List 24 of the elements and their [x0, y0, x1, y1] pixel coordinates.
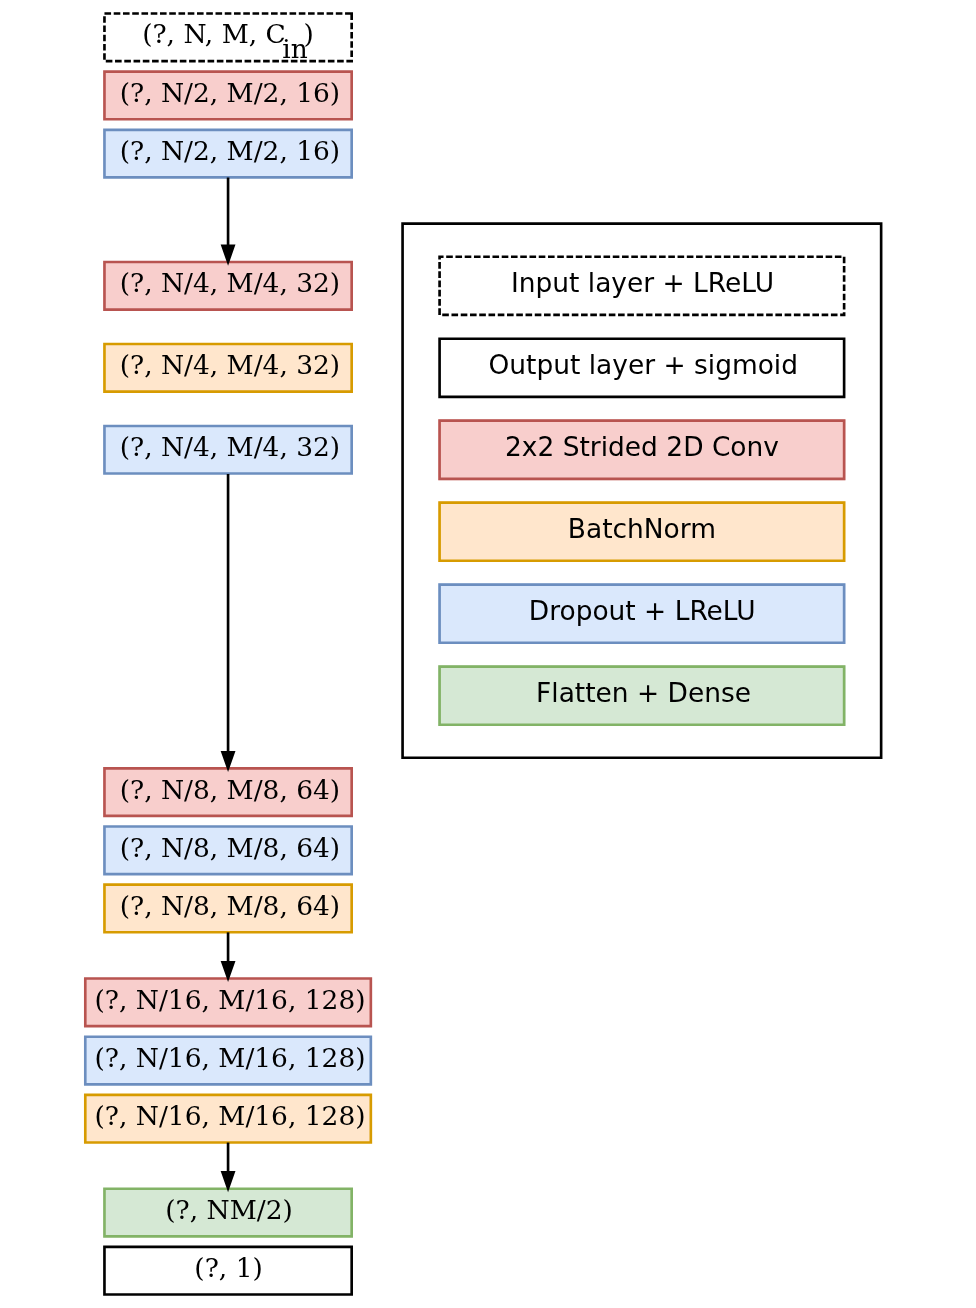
node-box: (?, N/8, M/8, 64)	[102, 883, 353, 934]
node-box: (?, NM/2)	[102, 1187, 353, 1238]
legend-label: Dropout + LReLU	[528, 595, 756, 627]
node-box: (?, N/16, M/16, 128)	[83, 977, 372, 1028]
node-box: (?, N/4, M/4, 32)	[102, 424, 353, 475]
legend-label: BatchNorm	[567, 513, 716, 545]
arrow	[220, 1142, 235, 1193]
node-box: (?, N/8, M/8, 64)	[102, 825, 353, 876]
legend-label: 2x2 Strided 2D Conv	[504, 431, 779, 463]
legend-label: Input layer + LReLU	[510, 267, 774, 299]
node-box: (?, 1)	[102, 1245, 353, 1296]
legend-label: Flatten + Dense	[535, 677, 751, 709]
legend-label: Output layer + sigmoid	[488, 349, 798, 381]
node-box: (?, N/16, M/16, 128)	[83, 1093, 372, 1144]
arrow	[220, 932, 235, 983]
node-box: (?, N/4, M/4, 32)	[102, 342, 353, 393]
arrow	[220, 473, 235, 773]
arrow	[220, 177, 235, 266]
node-box: (?, N/2, M/2, 16)	[102, 128, 353, 179]
node-box	[400, 222, 882, 760]
node-box: (?, N/16, M/16, 128)	[83, 1035, 372, 1086]
node-box: (?, N/8, M/8, 64)	[102, 767, 353, 818]
node-box: (?, N/4, M/4, 32)	[102, 260, 353, 311]
node-box: (?, N/2, M/2, 16)	[102, 70, 353, 121]
